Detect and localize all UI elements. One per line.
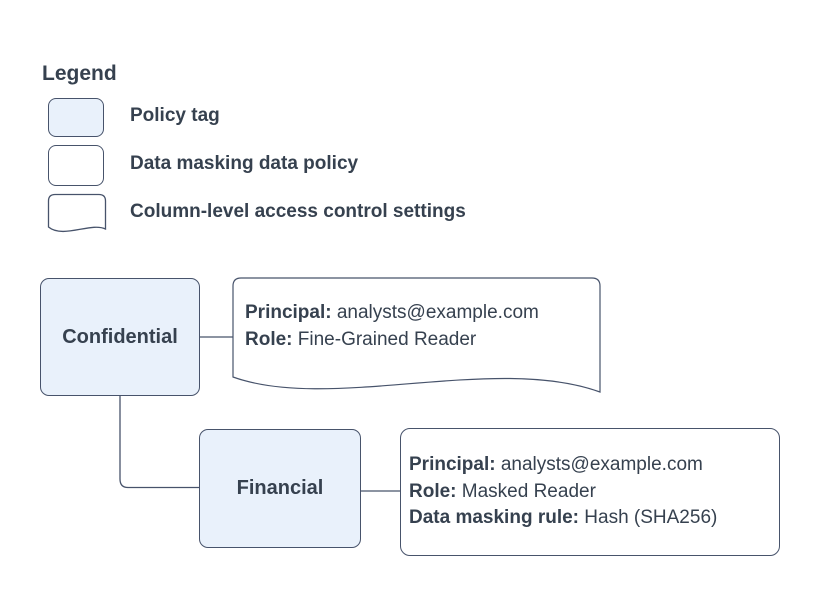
column-access-swatch-icon — [47, 193, 107, 232]
legend-item-column-access: Column-level access control settings — [130, 201, 466, 222]
role-line: Role: Masked Reader — [409, 480, 596, 502]
policy-tag-node-confidential: Confidential — [40, 278, 200, 396]
data-masking-rule-line: Data masking rule: Hash (SHA256) — [409, 507, 718, 529]
connector-confidential-to-financial — [119, 396, 199, 489]
legend-item-data-masking-policy: Data masking data policy — [130, 153, 359, 174]
access-control-settings-node: Principal: analysts@example.com Role: Fi… — [245, 300, 539, 353]
role-line: Role: Fine-Grained Reader — [245, 328, 477, 350]
data-masking-policy-node: Principal: analysts@example.com Role: Ma… — [400, 428, 780, 556]
principal-line: Principal: analysts@example.com — [245, 302, 539, 323]
policy-tag-label: Confidential — [62, 325, 178, 348]
legend-item-policy-tag: Policy tag — [130, 105, 220, 126]
principal-line: Principal: analysts@example.com — [409, 454, 703, 476]
legend-title: Legend — [42, 62, 117, 85]
policy-tag-label: Financial — [236, 477, 324, 499]
policy-tag-swatch-icon — [48, 98, 104, 137]
policy-tag-node-financial: Financial — [199, 429, 361, 548]
data-masking-policy-swatch-icon — [48, 145, 104, 186]
